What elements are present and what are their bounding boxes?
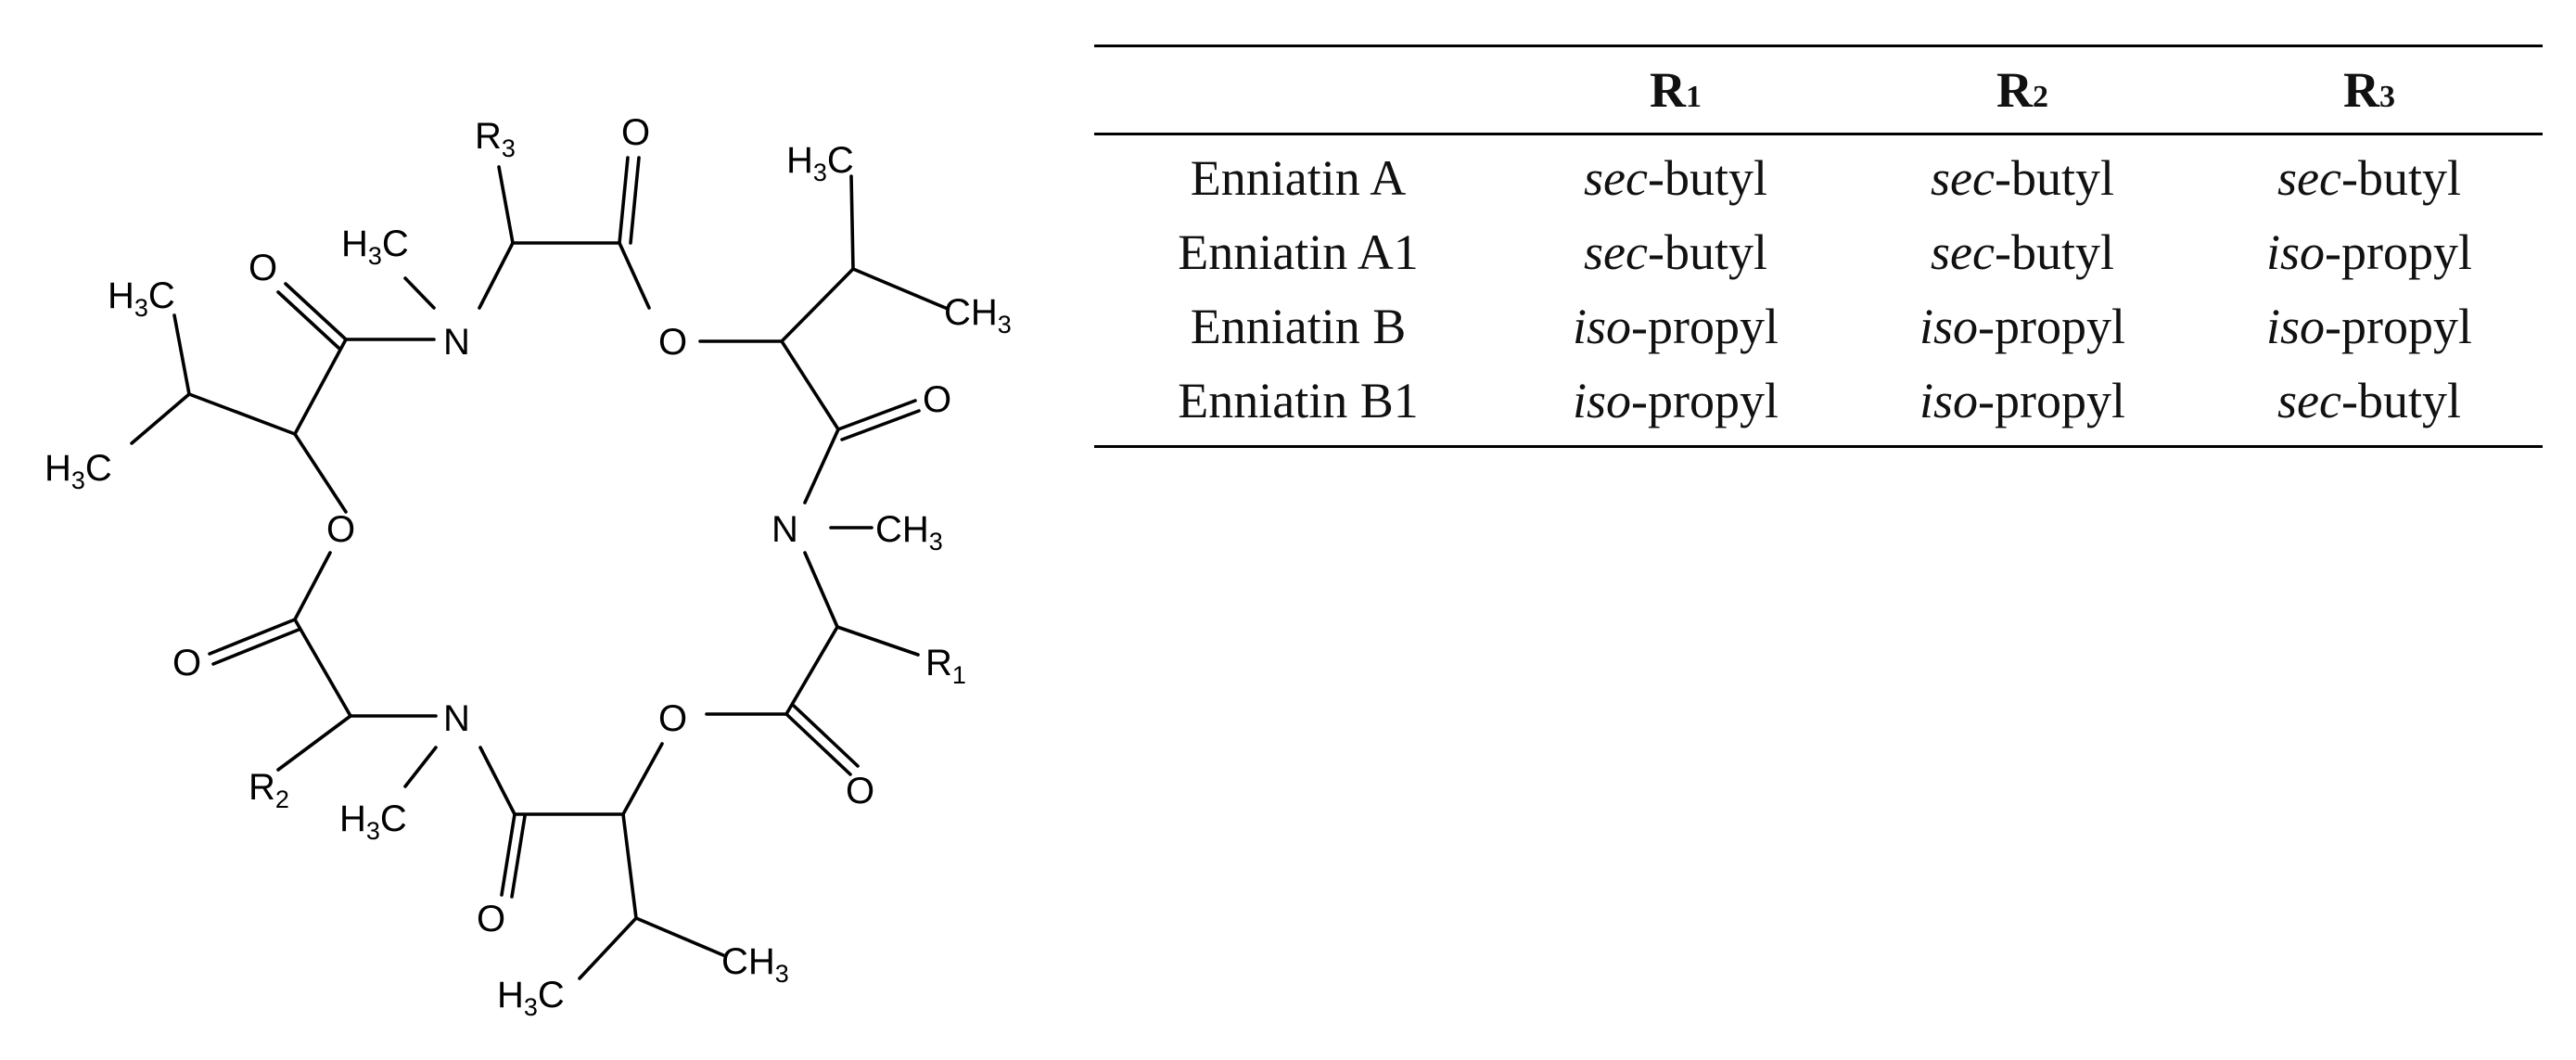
double-bond <box>284 282 348 341</box>
double-bond <box>211 628 300 666</box>
table-row: Enniatin A1 sec-butyl sec-butyl iso-prop… <box>1094 215 2543 289</box>
bond <box>403 276 436 310</box>
r2-label: R2 <box>249 767 289 813</box>
bond <box>403 746 438 788</box>
bond <box>621 742 664 816</box>
table-cell: iso-propyl <box>2266 224 2472 280</box>
atom-labels: R3 O H3C H3C O N O H3C CH3 O H3C O N CH3… <box>45 112 1012 1021</box>
double-bond <box>629 156 641 245</box>
oxygen-label: O <box>621 112 650 153</box>
bond <box>187 392 297 436</box>
table-cell: iso-propyl <box>2266 299 2472 354</box>
bond <box>578 916 638 980</box>
enniatin-structure-diagram: R3 O H3C H3C O N O H3C CH3 O H3C O N CH3… <box>45 112 1012 1021</box>
bond <box>634 916 725 957</box>
bond <box>478 241 515 310</box>
table-cell: iso-propyl <box>1573 299 1779 354</box>
bond <box>780 267 855 343</box>
table-cell: iso-propyl <box>1919 373 2125 428</box>
bond <box>618 241 651 310</box>
r3-label: R3 <box>475 116 516 162</box>
double-bond <box>208 618 297 656</box>
table-cell: sec-butyl <box>1931 224 2114 280</box>
oxygen-label: O <box>172 643 201 683</box>
compound-name: Enniatin A <box>1190 150 1407 206</box>
table-row: Enniatin A sec-butyl sec-butyl sec-butyl <box>1094 134 2543 216</box>
table-row: Enniatin B iso-propyl iso-propyl iso-pro… <box>1094 289 2543 364</box>
bond <box>293 551 332 621</box>
bond <box>849 174 855 271</box>
carbonyl-bonds <box>208 156 921 899</box>
methyl-label: H3C <box>497 975 565 1021</box>
double-bond <box>784 712 852 776</box>
bond <box>172 313 191 396</box>
ring-bonds <box>293 241 840 816</box>
oxygen-label: O <box>658 322 687 363</box>
bond <box>293 338 348 436</box>
header-r2: R2 <box>1996 62 2048 118</box>
table-cell: sec-butyl <box>2277 373 2461 428</box>
oxygen-label: O <box>326 509 355 550</box>
compound-name: Enniatin A1 <box>1178 224 1419 280</box>
oxygen-label: O <box>477 899 505 939</box>
enniatin-substituent-table: R1 R2 R3 Enniatin A sec-butyl sec-butyl … <box>1094 45 2543 448</box>
oxygen-label: O <box>846 771 874 811</box>
double-bond <box>836 399 917 431</box>
bond <box>803 551 839 629</box>
header-r3: R3 <box>2343 62 2395 118</box>
methyl-label: CH3 <box>875 509 943 556</box>
table-cell: sec-butyl <box>1584 224 1767 280</box>
compound-name: Enniatin B1 <box>1178 373 1419 428</box>
oxygen-label: O <box>249 248 277 288</box>
nitrogen-label: N <box>443 698 470 739</box>
substituent-bonds <box>130 165 950 980</box>
bond <box>130 392 191 445</box>
bond <box>276 714 352 772</box>
nitrogen-label: N <box>772 509 798 550</box>
methyl-label: H3C <box>339 798 407 845</box>
bond <box>497 165 515 245</box>
bond <box>621 812 638 920</box>
methyl-label: H3C <box>341 223 409 270</box>
bond <box>780 339 840 431</box>
double-bond <box>276 290 340 350</box>
bond <box>803 428 840 504</box>
bond <box>293 618 352 718</box>
table-row: Enniatin B1 iso-propyl iso-propyl sec-bu… <box>1094 364 2543 447</box>
double-bond <box>500 812 516 897</box>
bond <box>784 625 839 716</box>
table-cell: iso-propyl <box>1573 373 1779 428</box>
double-bond <box>840 409 921 441</box>
oxygen-label: O <box>923 379 951 420</box>
bond <box>478 746 516 816</box>
double-bond <box>510 814 527 899</box>
methyl-label: H3C <box>108 275 175 322</box>
table-cell: sec-butyl <box>1931 150 2114 206</box>
methyl-label: CH3 <box>944 292 1012 338</box>
bond <box>293 432 348 514</box>
double-bond <box>792 704 860 768</box>
table-header-row: R1 R2 R3 <box>1094 45 2543 134</box>
table-cell: sec-butyl <box>1584 150 1767 206</box>
header-r1: R1 <box>1650 62 1702 118</box>
table-cell: iso-propyl <box>1919 299 2125 354</box>
header-blank <box>1094 46 1502 134</box>
nitrogen-label: N <box>443 322 470 363</box>
methyl-label: CH3 <box>721 941 789 988</box>
r1-label: R1 <box>925 643 966 689</box>
oxygen-label: O <box>658 698 687 739</box>
compound-name: Enniatin B <box>1190 299 1407 354</box>
bond <box>851 267 950 311</box>
methyl-label: H3C <box>45 448 112 494</box>
methyl-label: H3C <box>786 140 854 186</box>
table-cell: sec-butyl <box>2277 150 2461 206</box>
double-bond <box>618 156 630 245</box>
bond <box>835 625 920 657</box>
